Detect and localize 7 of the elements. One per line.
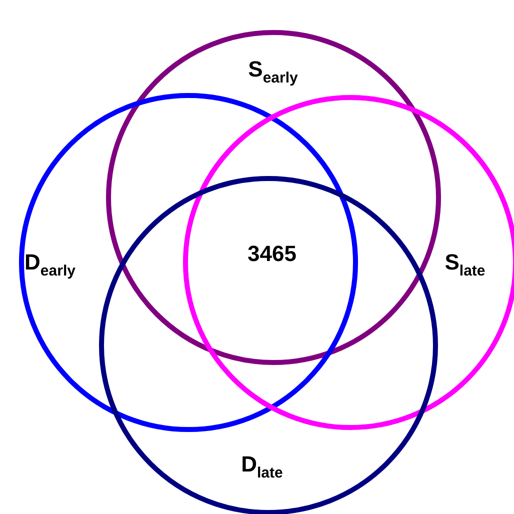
set-label: D$_{early}$ <box>24 252 76 278</box>
venn-circle <box>106 30 440 364</box>
set-label: D$_{late}$ <box>241 454 283 480</box>
intersection-count: 3465 <box>248 243 296 265</box>
set-label: S$_{late}$ <box>444 252 486 278</box>
set-label: S$_{early}$ <box>248 58 298 86</box>
venn-circle <box>18 92 358 432</box>
